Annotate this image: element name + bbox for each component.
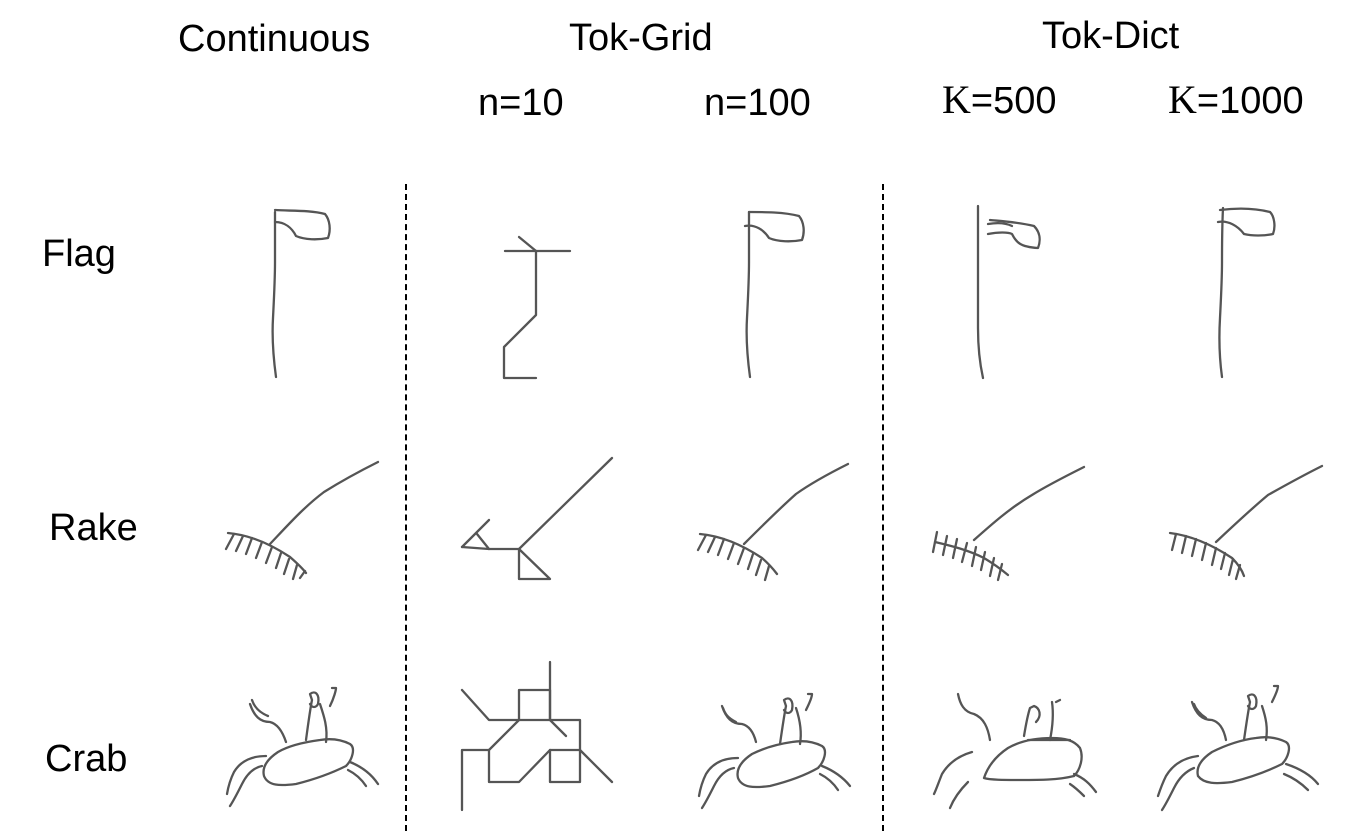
row-label-rake: Rake bbox=[49, 507, 138, 549]
flag-dict-k1000-sketch bbox=[1216, 206, 1276, 379]
flag-grid-n100-sketch bbox=[743, 210, 805, 379]
flag-dict-k500-sketch bbox=[976, 204, 1041, 380]
divider-continuous-grid bbox=[405, 184, 407, 831]
subheader-dict-k1000: K=1000 bbox=[1168, 77, 1304, 122]
subheader-dict-k500-value: =500 bbox=[970, 80, 1057, 122]
subheader-grid-n100: n=100 bbox=[704, 82, 811, 124]
subheader-dict-k1000-value: =1000 bbox=[1196, 80, 1304, 122]
rake-grid-n10-sketch bbox=[460, 456, 614, 581]
rake-dict-k1000-sketch bbox=[1168, 464, 1324, 581]
header-tok-dict: Tok-Dict bbox=[1042, 15, 1180, 57]
crab-dict-k500-sketch bbox=[932, 692, 1098, 810]
subheader-dict-k500-letter: K bbox=[942, 77, 971, 122]
header-tok-grid: Tok-Grid bbox=[569, 17, 713, 59]
subheader-dict-k500: K=500 bbox=[942, 77, 1057, 122]
rake-grid-n100-sketch bbox=[696, 462, 850, 582]
divider-grid-dict bbox=[882, 184, 884, 831]
crab-grid-n10-sketch bbox=[460, 660, 614, 812]
rake-continuous-sketch bbox=[224, 460, 380, 581]
row-label-crab: Crab bbox=[45, 738, 128, 780]
crab-grid-n100-sketch bbox=[697, 692, 852, 810]
flag-continuous-sketch bbox=[271, 208, 331, 379]
rake-dict-k500-sketch bbox=[931, 465, 1086, 582]
row-label-flag: Flag bbox=[42, 233, 116, 275]
crab-dict-k1000-sketch bbox=[1156, 684, 1320, 812]
subheader-dict-k1000-letter: K bbox=[1168, 77, 1197, 122]
subheader-grid-n10: n=10 bbox=[478, 82, 564, 124]
crab-continuous-sketch bbox=[225, 686, 380, 808]
header-continuous: Continuous bbox=[178, 18, 371, 60]
flag-grid-n10-sketch bbox=[502, 235, 572, 380]
